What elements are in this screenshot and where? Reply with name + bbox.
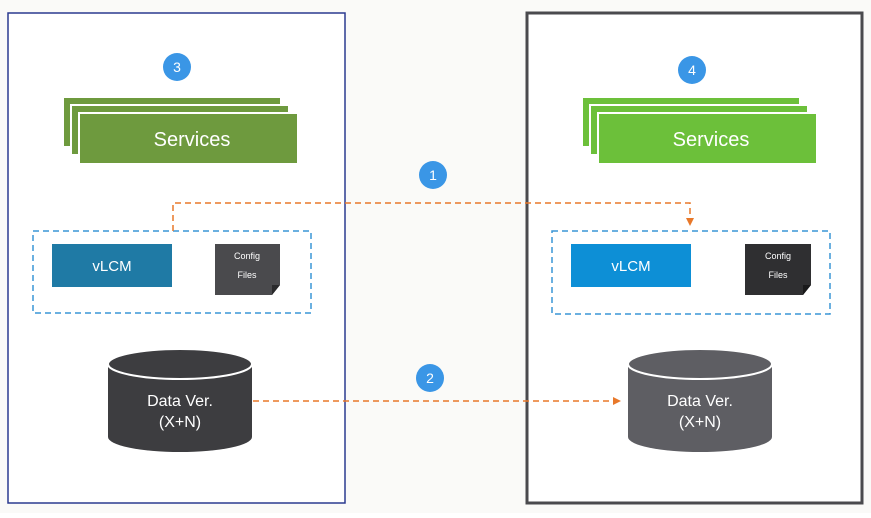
step-4-number: 4 [688, 62, 696, 78]
step-3-number: 3 [173, 59, 181, 75]
source-services-label: Services [154, 129, 231, 151]
target-data-line1: Data Ver. [667, 393, 733, 410]
target-config-line2: Files [768, 270, 788, 280]
source-vlcm-box: vLCM [52, 244, 172, 287]
source-data-line1: Data Ver. [147, 393, 213, 410]
target-config-line1: Config [765, 251, 791, 261]
source-config-line2: Files [237, 270, 257, 280]
target-services-label: Services [673, 129, 750, 151]
target-config-files-icon: Config Files [745, 244, 811, 295]
target-services-card [597, 112, 818, 165]
target-services-stack: Services [581, 96, 818, 165]
source-config-line1: Config [234, 251, 260, 261]
step-1-arrow [172, 202, 694, 231]
source-data-line2: (X+N) [159, 414, 201, 431]
target-database-icon: Data Ver. (X+N) [627, 348, 773, 452]
source-services-stack: Services [62, 96, 299, 165]
target-lifecycle-box [551, 230, 831, 315]
step-2-badge: 2 [416, 364, 444, 392]
source-services-card [78, 112, 299, 165]
step-1-badge: 1 [419, 161, 447, 189]
source-database-icon: Data Ver. (X+N) [107, 348, 253, 452]
source-vlcm-label: vLCM [92, 258, 131, 275]
target-vlcm-box: vLCM [571, 244, 691, 287]
target-vlcm-label: vLCM [611, 258, 650, 275]
step-1-number: 1 [429, 167, 437, 183]
step-3-badge: 3 [163, 53, 191, 81]
step-4-badge: 4 [678, 56, 706, 84]
source-config-files-icon: Config Files [215, 244, 280, 295]
target-data-line2: (X+N) [679, 414, 721, 431]
step-2-number: 2 [426, 370, 434, 386]
